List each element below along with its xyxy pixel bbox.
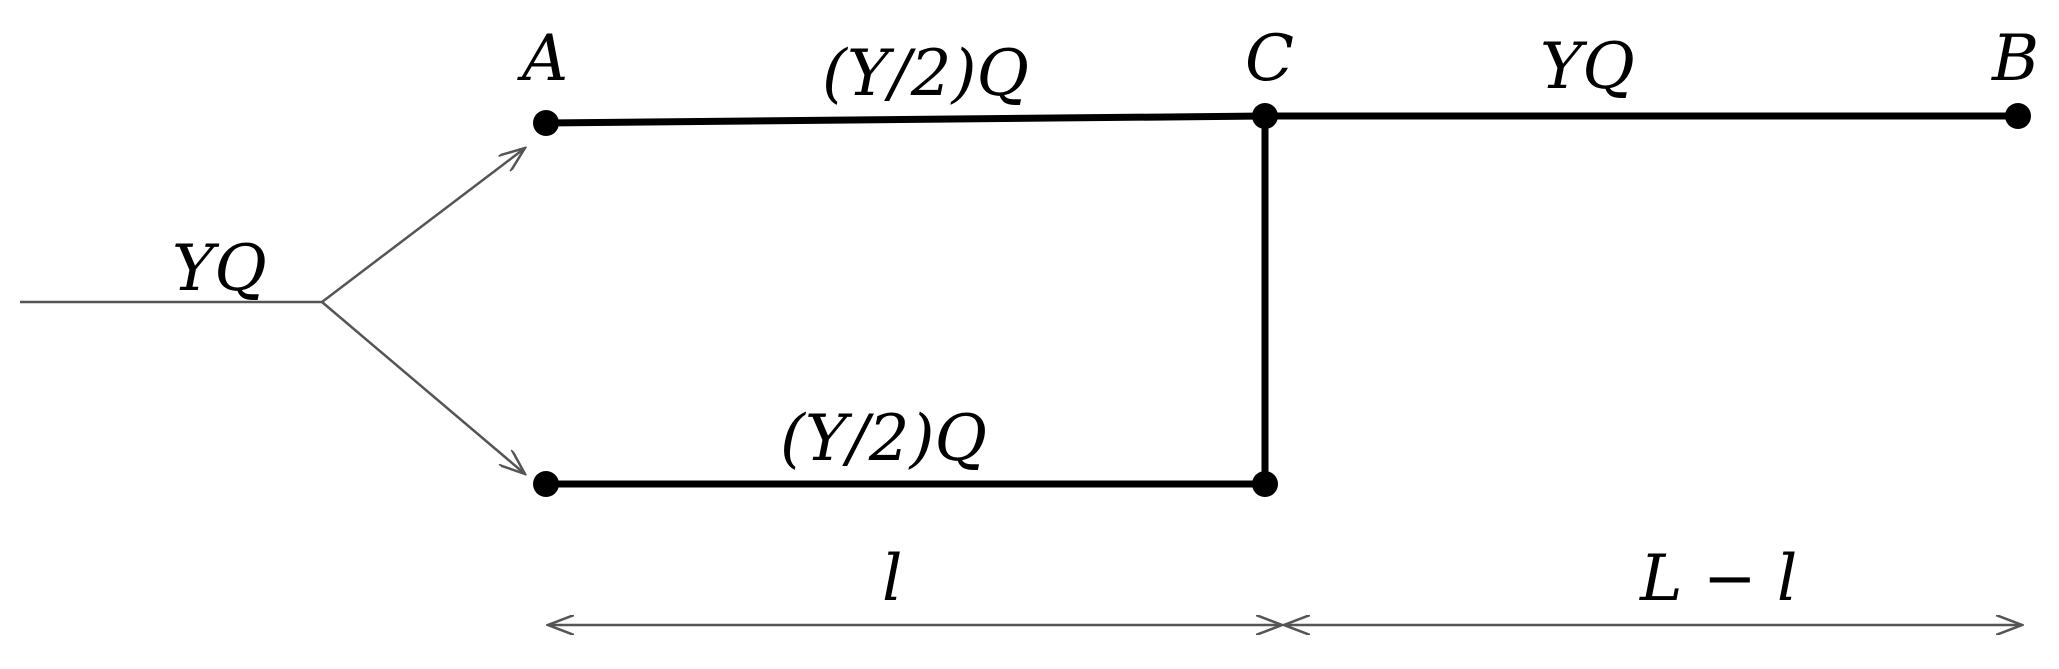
label-cb-flow: YQ (1540, 30, 1635, 104)
label-node-B: B (1991, 22, 2039, 96)
split-arrow-lower (321, 301, 525, 474)
label-inflow: YQ (172, 232, 267, 306)
label-length-l: l (882, 542, 902, 616)
node-A (533, 110, 559, 136)
label-node-A: A (517, 22, 568, 96)
label-length-L-minus-l: L − l (1639, 542, 1797, 616)
label-upper-branch-flow: (Y/2)Q (822, 37, 1029, 111)
node-C (1252, 103, 1278, 129)
label-node-C: C (1245, 22, 1294, 96)
node-B (2005, 103, 2031, 129)
node-lower-right (1252, 471, 1278, 497)
split-arrow-upper (321, 148, 525, 303)
label-lower-branch-flow: (Y/2)Q (780, 402, 987, 476)
node-lower-left (533, 471, 559, 497)
edge-A-C (545, 112, 1266, 127)
